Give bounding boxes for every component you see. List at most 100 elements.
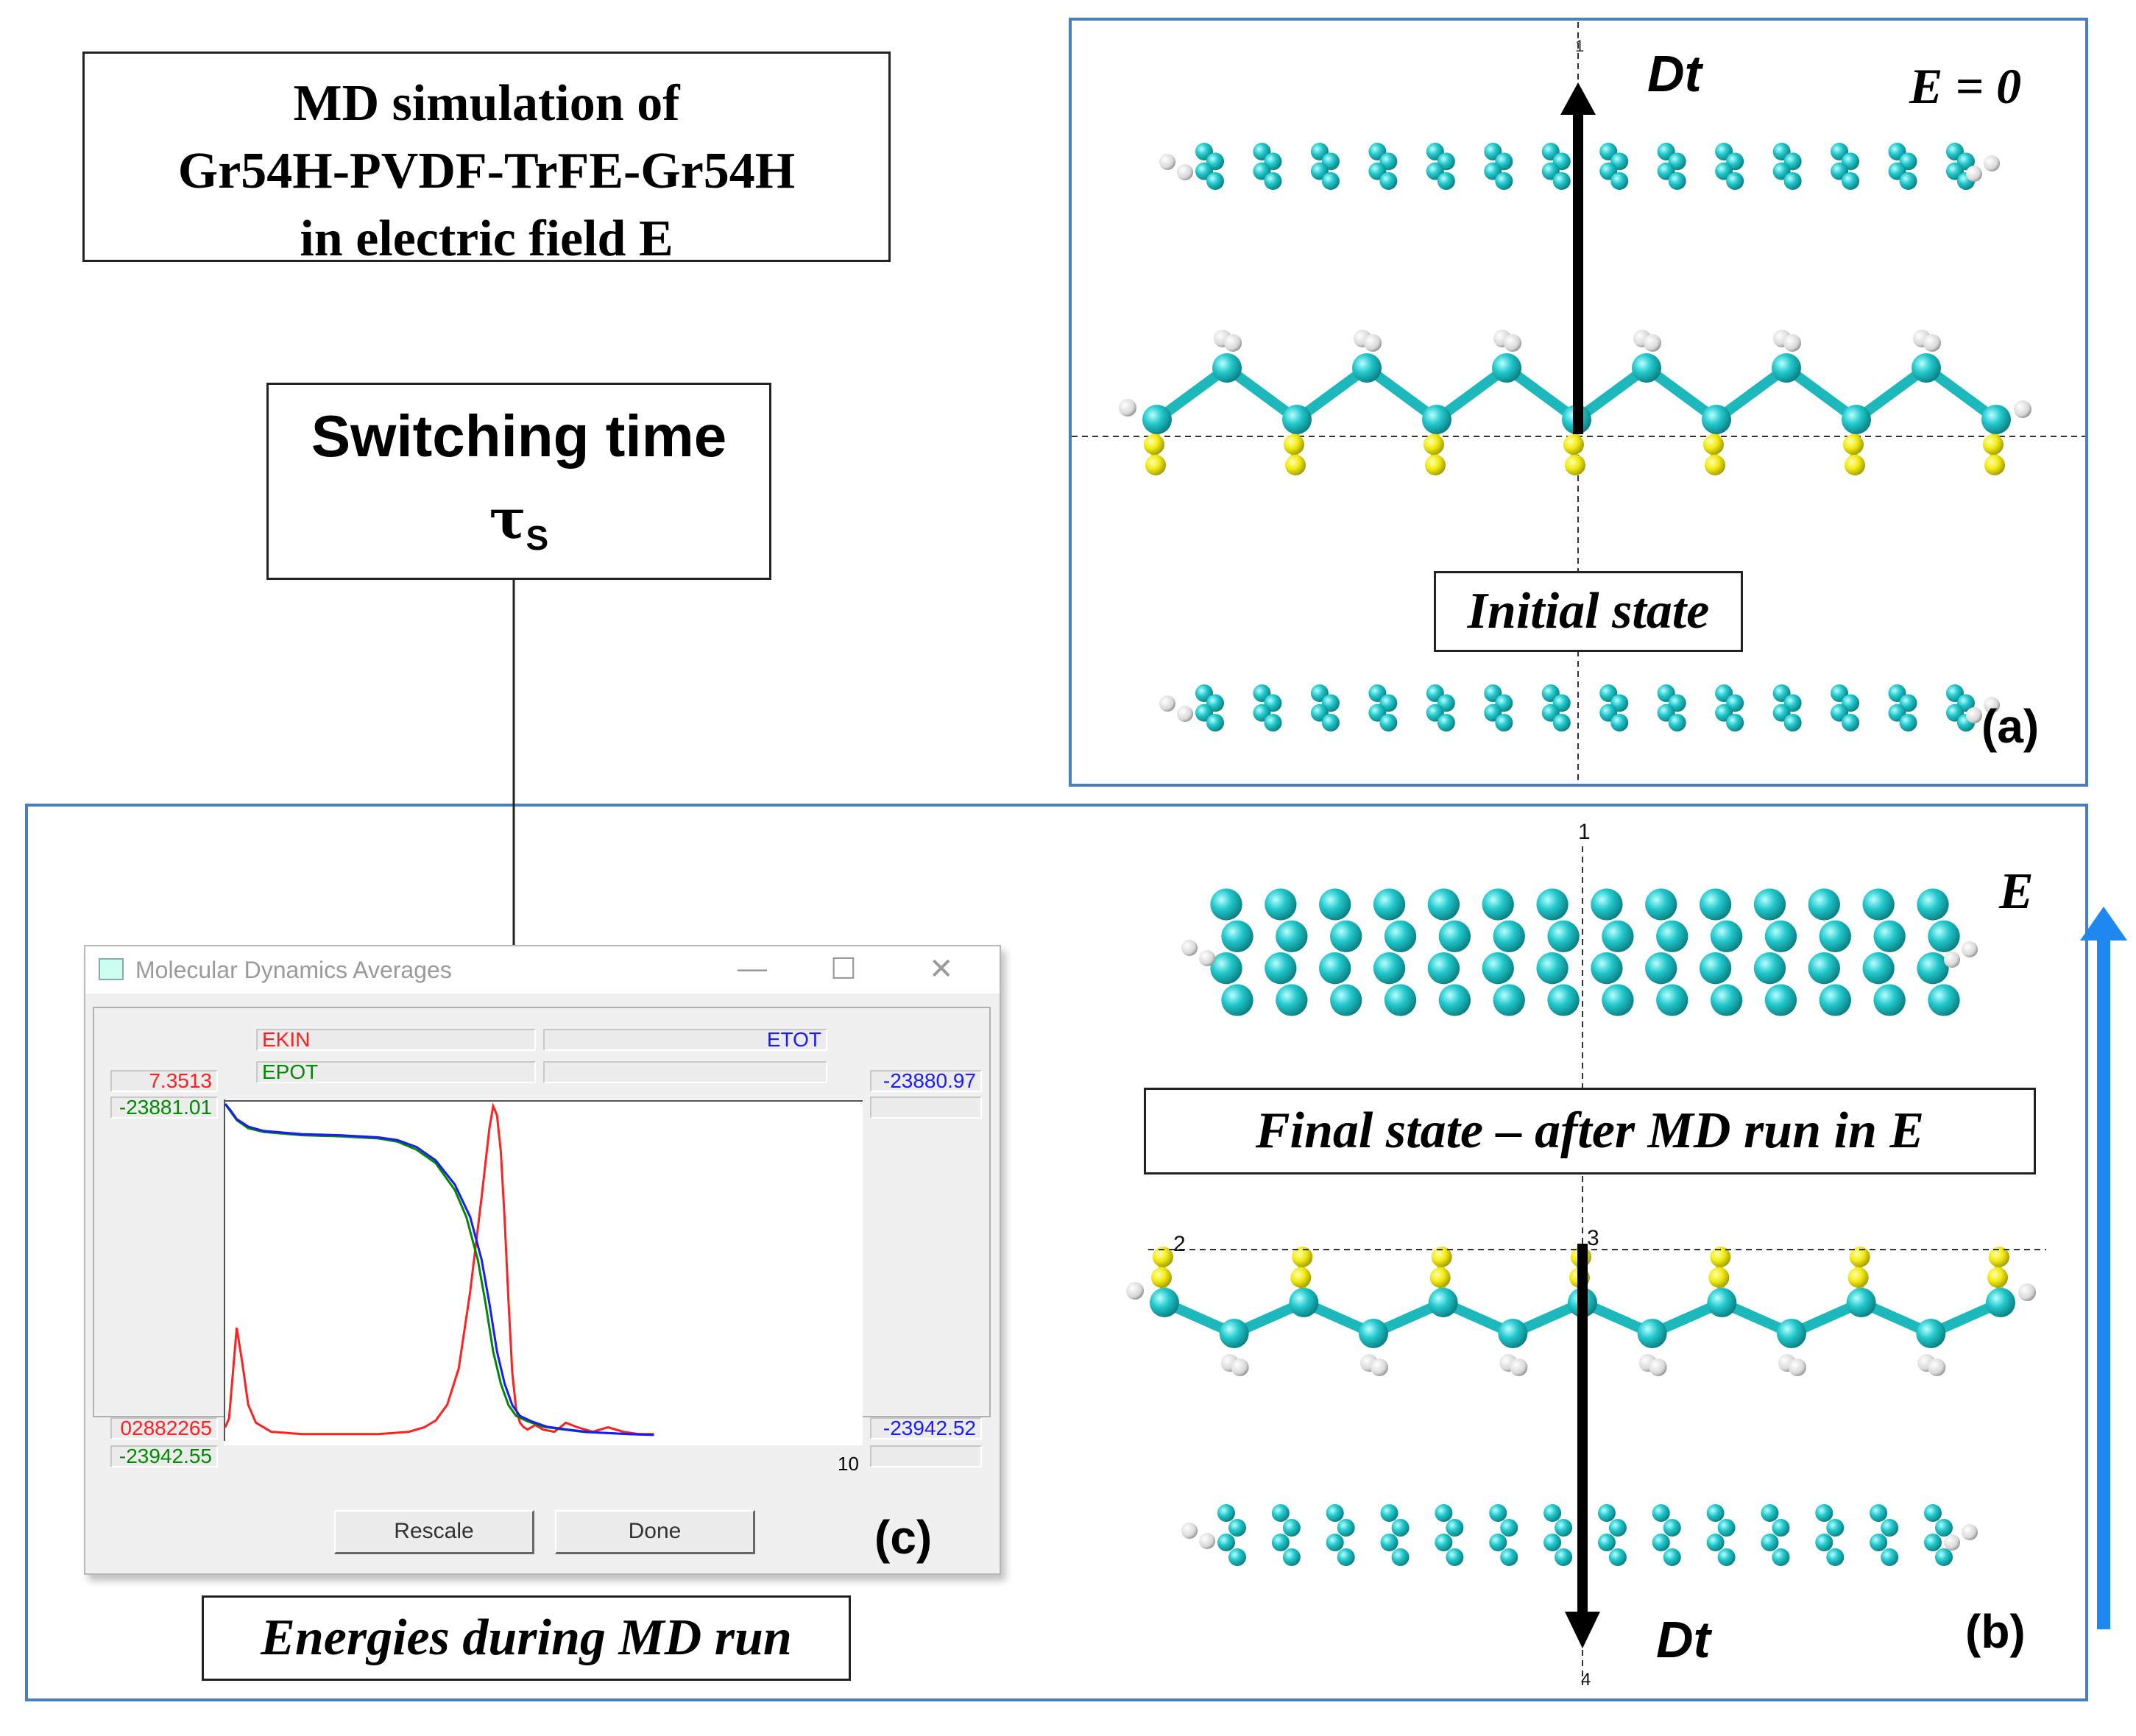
top-graphene-b-carbon xyxy=(1210,952,1242,985)
pvdf-chain-a-fluorine xyxy=(1703,434,1724,455)
empty-legend-field xyxy=(543,1061,827,1083)
top-graphene-b-carbon xyxy=(1645,952,1677,985)
bottom-graphene-b-carbon xyxy=(1489,1504,1507,1522)
bottom-graphene-b-carbon xyxy=(1924,1504,1942,1522)
pvdf-chain-a-hydrogen xyxy=(1504,334,1521,352)
electric-field-arrowhead xyxy=(2080,907,2127,940)
top-graphene-b-hydrogen xyxy=(1962,941,1978,957)
top-graphene-b-carbon xyxy=(1330,984,1362,1016)
initial-state-label: Initial state xyxy=(1434,571,1743,652)
top-graphene-b-carbon xyxy=(1373,952,1406,985)
top-graphene-b-carbon xyxy=(1547,984,1580,1016)
top-graphene-b-carbon xyxy=(1764,984,1797,1016)
top-graphene-a-hydrogen xyxy=(1966,166,1982,182)
bottom-graphene-b-carbon xyxy=(1881,1519,1899,1537)
bottom-graphene-b-carbon xyxy=(1706,1534,1725,1551)
title-line-3: in electric field E xyxy=(300,210,673,267)
panel-a-frame xyxy=(1069,18,2088,787)
pvdf-chain-a-fluorine xyxy=(1843,434,1864,455)
top-graphene-a-hydrogen xyxy=(1159,154,1175,170)
bottom-graphene-b-carbon xyxy=(1500,1519,1518,1537)
dialog-titlebar[interactable]: Molecular Dynamics Averages — ☐ ✕ xyxy=(85,946,1000,993)
done-button[interactable]: Done xyxy=(555,1510,755,1554)
rescale-button[interactable]: Rescale xyxy=(334,1510,534,1554)
top-graphene-a-hydrogen xyxy=(1984,155,2000,171)
pvdf-chain-b-carbon xyxy=(1150,1288,1179,1317)
top-graphene-b-carbon xyxy=(1276,920,1308,953)
top-graphene-b-hydrogen xyxy=(1944,952,1960,968)
pvdf-chain-a-carbon xyxy=(1702,405,1731,434)
energy-chart: 0 xyxy=(224,1099,863,1445)
pvdf-chain-a-carbon xyxy=(1772,353,1801,383)
bottom-graphene-b-carbon xyxy=(1761,1534,1779,1551)
panel-b-frame xyxy=(25,804,2088,1701)
bottom-graphene-b-carbon xyxy=(1500,1548,1518,1566)
maximize-icon[interactable]: ☐ xyxy=(830,953,857,985)
panel-b-axis-tick-1: 1 xyxy=(1578,820,1591,844)
pvdf-chain-b-carbon xyxy=(1637,1319,1667,1348)
bottom-graphene-b-carbon xyxy=(1391,1519,1410,1537)
bottom-graphene-a-carbon xyxy=(1842,714,1860,731)
bottom-graphene-b-hydrogen xyxy=(1962,1524,1978,1540)
panel-b-letter: (b) xyxy=(1965,1605,2026,1658)
bottom-graphene-b-carbon xyxy=(1380,1534,1398,1551)
top-graphene-b-carbon xyxy=(1265,888,1297,921)
bottom-graphene-b-hydrogen xyxy=(1199,1533,1215,1549)
pvdf-chain-b-fluorine xyxy=(1292,1247,1313,1267)
bottom-graphene-b-carbon xyxy=(1555,1519,1573,1537)
pvdf-chain-b-fluorine xyxy=(1431,1247,1452,1267)
ekin-legend: EKIN xyxy=(256,1029,536,1051)
bottom-graphene-b-carbon xyxy=(1326,1504,1344,1522)
bottom-graphene-a-carbon xyxy=(1264,714,1282,731)
bottom-graphene-b-carbon xyxy=(1282,1548,1301,1566)
top-graphene-b-carbon xyxy=(1862,952,1895,985)
pvdf-chain-b-fluorine xyxy=(1153,1247,1173,1267)
top-graphene-b-carbon xyxy=(1536,952,1569,985)
panel-b-molecules xyxy=(1126,888,2036,1566)
top-graphene-b-carbon xyxy=(1319,888,1351,921)
etot-legend: ETOT xyxy=(543,1029,827,1051)
bottom-graphene-a-hydrogen xyxy=(1984,697,2000,713)
chart-background xyxy=(224,1099,863,1445)
chart-series xyxy=(224,1102,654,1436)
top-graphene-b-carbon xyxy=(1753,952,1786,985)
top-graphene-b-carbon xyxy=(1928,920,1960,953)
etot-min-value: -23942.52 xyxy=(870,1417,982,1439)
top-graphene-b-carbon xyxy=(1330,920,1362,953)
bottom-graphene-b-carbon xyxy=(1826,1548,1845,1566)
panel-b-dipole-label: Dt xyxy=(1656,1611,1711,1668)
pvdf-chain-b-fluorine xyxy=(1987,1267,2008,1288)
top-graphene-b-carbon xyxy=(1602,920,1634,953)
panel-a-field-label: E = 0 xyxy=(1909,58,2022,114)
bottom-graphene-b-carbon xyxy=(1870,1504,1888,1522)
top-graphene-a-carbon xyxy=(1206,172,1224,190)
bottom-graphene-a-hydrogen xyxy=(1177,706,1193,722)
top-graphene-b-carbon xyxy=(1221,984,1253,1016)
minimize-icon[interactable]: — xyxy=(738,952,767,985)
pvdf-chain-b-fluorine xyxy=(1989,1247,2009,1267)
bottom-graphene-b-carbon xyxy=(1446,1548,1464,1566)
top-graphene-b-carbon xyxy=(1602,984,1634,1016)
top-graphene-b-carbon xyxy=(1221,920,1253,953)
top-graphene-b-carbon xyxy=(1819,920,1851,953)
pvdf-chain-a-hydrogen xyxy=(1364,334,1382,352)
bottom-graphene-b-carbon xyxy=(1228,1519,1246,1537)
panel-b-axis-tick-3: 3 xyxy=(1587,1226,1599,1250)
ekin-max-value: 7.3513 xyxy=(110,1070,218,1092)
top-graphene-b-carbon xyxy=(1438,920,1471,953)
top-graphene-a-carbon xyxy=(1437,172,1455,190)
bottom-graphene-b-hydrogen xyxy=(1181,1523,1198,1539)
top-graphene-b-carbon xyxy=(1427,888,1460,921)
title-line-2: Gr54H-PVDF-TrFE-Gr54H xyxy=(177,143,796,199)
bottom-graphene-b-carbon xyxy=(1543,1504,1562,1522)
bottom-graphene-b-carbon xyxy=(1815,1504,1833,1522)
panel-b-axis-tick-4: 4 xyxy=(1581,1670,1591,1690)
pvdf-chain-a-hydrogen xyxy=(2014,400,2031,418)
close-icon[interactable]: ✕ xyxy=(929,953,954,985)
top-graphene-b-carbon xyxy=(1764,920,1797,953)
pvdf-chain-a-fluorine xyxy=(1984,455,2005,475)
top-graphene-b-carbon xyxy=(1384,984,1417,1016)
top-graphene-b-hydrogen xyxy=(1199,950,1215,966)
tau-symbol: τS xyxy=(269,488,769,558)
bottom-graphene-b-carbon xyxy=(1391,1548,1410,1566)
